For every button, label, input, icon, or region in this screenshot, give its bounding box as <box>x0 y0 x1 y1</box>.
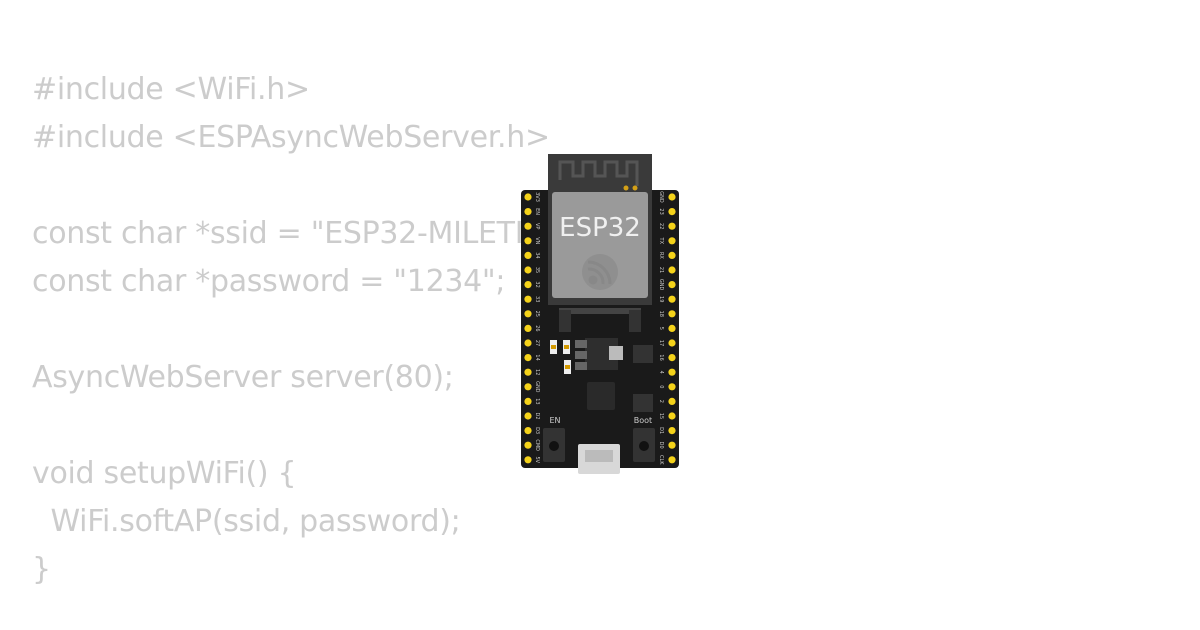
pin-label: GND <box>658 279 664 291</box>
pin-label: D1 <box>658 427 664 434</box>
pin-label: RX <box>658 252 664 259</box>
pin-label: 32 <box>534 281 540 287</box>
pin-label: 5 <box>658 327 664 330</box>
pin-left-gnd[interactable] <box>524 383 532 391</box>
pin-label: VP <box>534 223 540 229</box>
code-snippet: #include <WiFi.h> #include <ESPAsyncWebSe… <box>32 66 550 594</box>
pin-label: 13 <box>534 398 540 404</box>
pin-label: 21 <box>658 267 664 273</box>
pin-label: 2 <box>658 400 664 403</box>
pin-label: CMD <box>534 439 540 451</box>
pin-left-14[interactable] <box>524 354 532 362</box>
pin-right-21[interactable] <box>668 266 676 274</box>
code-line: } <box>32 552 51 587</box>
pin-label: 26 <box>534 325 540 331</box>
pin-right-17[interactable] <box>668 339 676 347</box>
pin-right-19[interactable] <box>668 295 676 303</box>
pin-left-d3[interactable] <box>524 427 532 435</box>
pin-label: 19 <box>658 296 664 302</box>
pin-label: 4 <box>658 371 664 374</box>
pin-right-22[interactable] <box>668 222 676 230</box>
pin-left-5v[interactable] <box>524 456 532 464</box>
pin-right-16[interactable] <box>668 354 676 362</box>
pin-label: 35 <box>534 267 540 273</box>
pin-left-en[interactable] <box>524 208 532 216</box>
pin-label: 17 <box>658 340 664 346</box>
pin-label: D0 <box>658 442 664 449</box>
pin-label: 27 <box>534 340 540 346</box>
pin-label: 34 <box>534 252 540 258</box>
code-line: #include <WiFi.h> <box>32 72 310 107</box>
pin-left-12[interactable] <box>524 368 532 376</box>
pin-right-d1[interactable] <box>668 427 676 435</box>
pin-label: 15 <box>658 413 664 419</box>
pin-label: D2 <box>534 412 540 419</box>
pin-left-vp[interactable] <box>524 222 532 230</box>
antenna-trace-icon <box>558 160 639 186</box>
code-line: void setupWiFi() { <box>32 456 297 491</box>
code-line: const char *ssid = "ESP32-MILETI <box>32 216 524 251</box>
code-line <box>32 306 550 354</box>
usb-uart-chip <box>587 382 615 410</box>
pin-right-gnd[interactable] <box>668 281 676 289</box>
pin-right-5[interactable] <box>668 324 676 332</box>
pin-label: 23 <box>658 208 664 214</box>
pin-label: D3 <box>534 427 540 434</box>
code-line <box>32 162 550 210</box>
code-line: WiFi.softAP(ssid, password); <box>32 504 461 539</box>
pin-left-cmd[interactable] <box>524 441 532 449</box>
pin-label: GND <box>658 191 664 203</box>
pin-left-32[interactable] <box>524 281 532 289</box>
boot-label: Boot <box>634 416 652 425</box>
pin-right-d0[interactable] <box>668 441 676 449</box>
pin-right-23[interactable] <box>668 208 676 216</box>
pin-left-25[interactable] <box>524 310 532 318</box>
code-line: const char *password = "1234"; <box>32 264 506 299</box>
pin-label: CLK <box>658 455 664 465</box>
pin-right-0[interactable] <box>668 383 676 391</box>
pin-left-34[interactable] <box>524 251 532 259</box>
pin-right-18[interactable] <box>668 310 676 318</box>
pin-left-35[interactable] <box>524 266 532 274</box>
pin-left-33[interactable] <box>524 295 532 303</box>
pin-label: 33 <box>534 296 540 302</box>
pin-right-tx[interactable] <box>668 237 676 245</box>
pin-label: 12 <box>534 369 540 375</box>
pin-label: 5V <box>534 456 540 463</box>
espressif-logo-icon <box>582 254 618 290</box>
pin-label: GND <box>534 381 540 393</box>
esp32-devkit-board: 3V3ENVPVN343532332526271412GND13D2D3CMD5… <box>521 154 679 474</box>
pin-right-gnd[interactable] <box>668 193 676 201</box>
pin-label: TX <box>658 237 664 245</box>
en-label: EN <box>549 416 560 425</box>
pin-right-rx[interactable] <box>668 251 676 259</box>
pin-label: 16 <box>658 354 664 360</box>
pin-label: 3V3 <box>534 192 540 202</box>
pin-label: VN <box>534 237 540 244</box>
pin-label: 22 <box>658 223 664 229</box>
pin-right-2[interactable] <box>668 397 676 405</box>
code-line: #include <ESPAsyncWebServer.h> <box>32 120 550 155</box>
pin-right-clk[interactable] <box>668 456 676 464</box>
pin-left-d2[interactable] <box>524 412 532 420</box>
pin-label: EN <box>534 208 540 215</box>
pin-label: 0 <box>658 385 664 388</box>
pin-left-3v3[interactable] <box>524 193 532 201</box>
module-shield <box>552 192 648 298</box>
pin-left-vn[interactable] <box>524 237 532 245</box>
pin-left-26[interactable] <box>524 324 532 332</box>
code-line <box>32 402 550 450</box>
pin-label: 14 <box>534 354 540 360</box>
pin-label: 18 <box>658 311 664 317</box>
pin-left-27[interactable] <box>524 339 532 347</box>
pin-left-13[interactable] <box>524 397 532 405</box>
pin-label: 25 <box>534 311 540 317</box>
pin-right-4[interactable] <box>668 368 676 376</box>
pin-right-15[interactable] <box>668 412 676 420</box>
code-line: AsyncWebServer server(80); <box>32 360 454 395</box>
module-label: ESP32 <box>559 213 641 243</box>
